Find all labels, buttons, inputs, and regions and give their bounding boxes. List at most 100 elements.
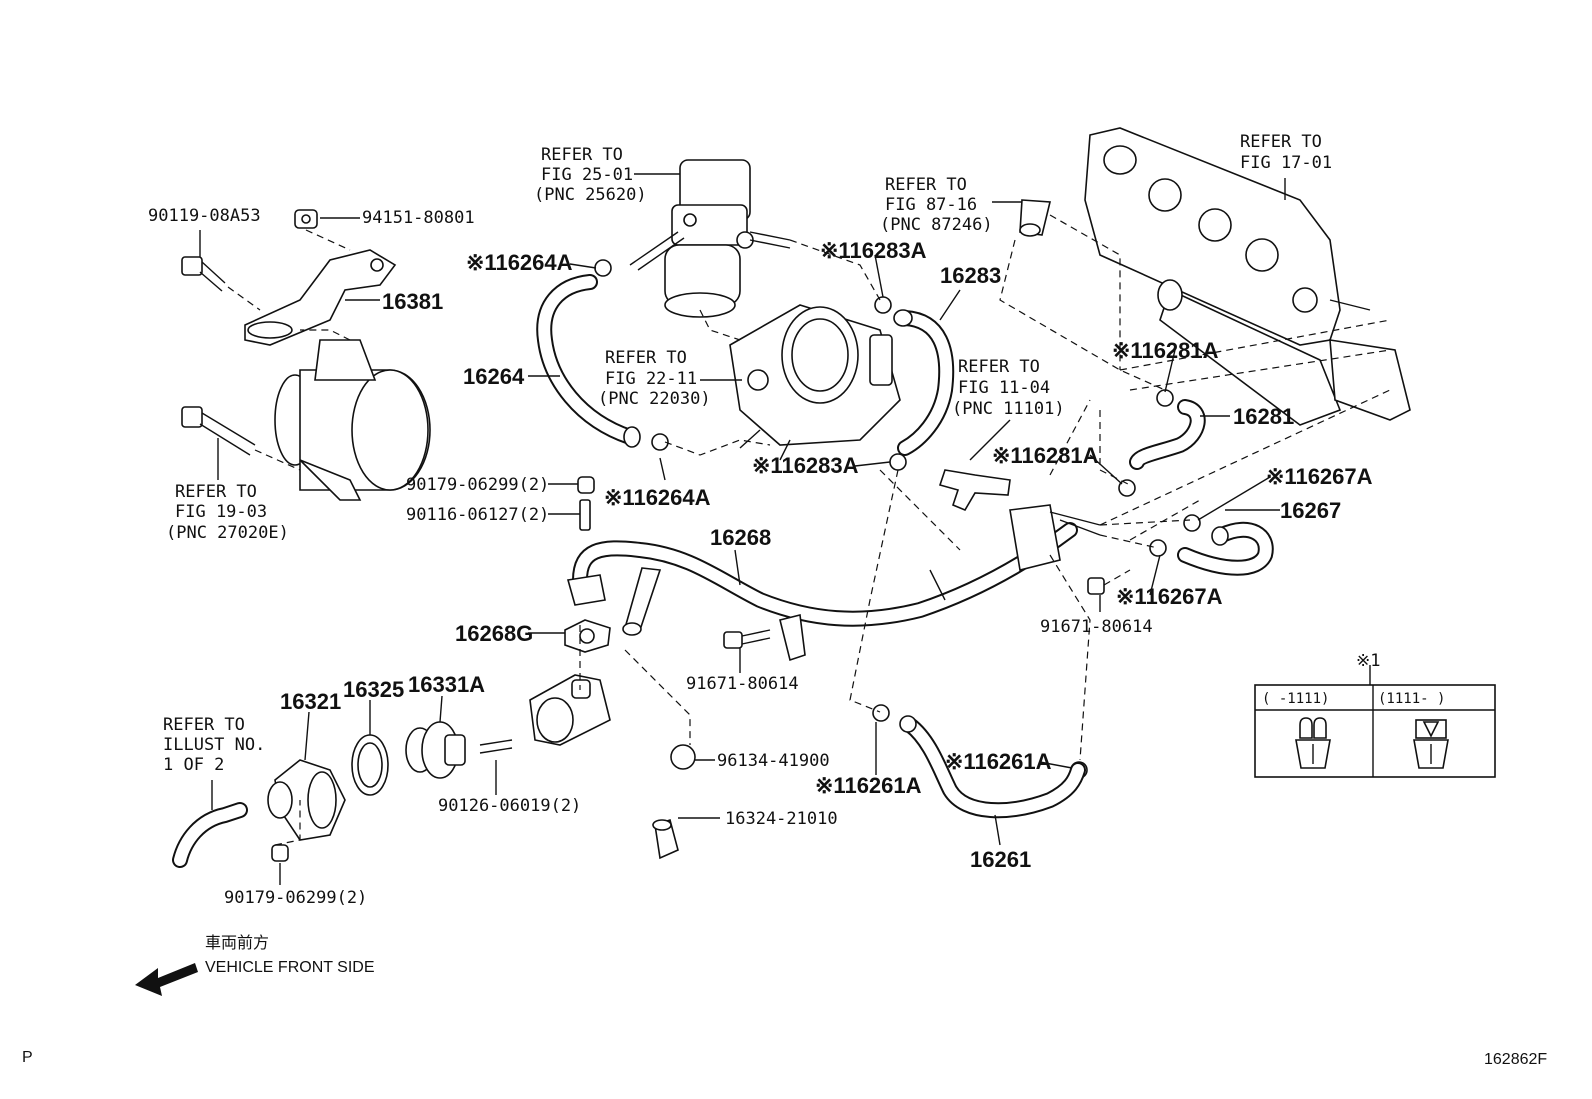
hose-16261-drawing <box>899 715 1086 819</box>
throttle-body-drawing <box>729 304 901 461</box>
hose-16283-drawing <box>893 309 955 456</box>
label-16325: 16325 <box>343 677 404 702</box>
label-90179-06299-a: 90179-06299(2) <box>406 475 549 495</box>
label-16264: 16264 <box>463 364 525 389</box>
label-91671-80614-right: 91671-80614 <box>1040 617 1153 637</box>
label-16268g: 16268G <box>455 621 533 646</box>
refer-fig-19-03: REFER TO FIG 19-03 (PNC 27020E) <box>166 482 289 543</box>
thermostat-16331a-drawing <box>405 721 466 779</box>
cap-16324-drawing <box>652 818 679 860</box>
label-16267a-low: ※116267A <box>1116 584 1223 609</box>
thermostat-cover-drawing <box>529 674 611 746</box>
gasket-16325-drawing <box>351 734 389 796</box>
housing-drawing <box>274 339 431 501</box>
long-bolt-drawing <box>181 406 301 471</box>
svg-text:REFER TO: REFER TO <box>175 482 257 502</box>
hose-16281-drawing <box>1129 399 1206 470</box>
bolt-91671-right-drawing <box>1087 569 1131 595</box>
label-16283a-mid: ※116283A <box>752 453 859 478</box>
label-16268: 16268 <box>710 525 771 550</box>
label-16324-21010: 16324-21010 <box>725 809 838 829</box>
water-inlet-16321-drawing <box>267 759 346 841</box>
svg-text:REFER TO: REFER TO <box>605 348 687 368</box>
manifold-drawing <box>1084 127 1411 426</box>
label-96134-41900: 96134-41900 <box>717 751 830 771</box>
label-16381: 16381 <box>382 289 443 314</box>
svg-text:REFER TO: REFER TO <box>163 715 245 735</box>
label-16264a-top: ※116264A <box>466 250 573 275</box>
svg-text:1 OF 2: 1 OF 2 <box>163 755 224 775</box>
refer-fig-87-16: REFER TO FIG 87-16 (PNC 87246) <box>880 175 993 235</box>
pipe-16268-drawing <box>566 504 1101 662</box>
label-16281: 16281 <box>1233 404 1294 429</box>
svg-text:FIG 22-11: FIG 22-11 <box>605 369 697 389</box>
svg-text:(PNC 27020E): (PNC 27020E) <box>166 523 289 543</box>
dashed-connections <box>274 214 1391 846</box>
label-16331a: 16331A <box>408 672 485 697</box>
label-16281a-top: ※116281A <box>1112 338 1219 363</box>
refer-fig-22-11: REFER TO FIG 22-11 (PNC 22030) <box>598 348 711 409</box>
svg-text:REFER TO: REFER TO <box>541 145 623 165</box>
label-16261: 16261 <box>970 847 1031 872</box>
legend-table: ※1 ( -1111) (1111- ) <box>1254 651 1496 778</box>
legend-mark: ※1 <box>1356 651 1380 671</box>
clamp-type-a-icon <box>1295 717 1331 769</box>
gasket-16268g-drawing <box>564 619 611 653</box>
svg-text:(PNC 22030): (PNC 22030) <box>598 389 711 409</box>
corner-p: P <box>22 1049 33 1066</box>
bracket-16381-drawing <box>244 249 397 346</box>
front-label-en: VEHICLE FRONT SIDE <box>205 959 375 976</box>
svg-text:REFER TO: REFER TO <box>1240 132 1322 152</box>
stud-90126-drawing <box>479 739 513 754</box>
label-16264a-mid: ※116264A <box>604 485 711 510</box>
svg-text:FIG 19-03: FIG 19-03 <box>175 502 267 522</box>
radiator-hose-drawing <box>172 802 248 868</box>
refer-fig-17-01: REFER TO FIG 17-01 <box>1240 132 1332 173</box>
label-90119-08a53: 90119-08A53 <box>148 206 261 226</box>
pipe-87-drawing <box>1019 199 1052 237</box>
refer-fig-25-01: REFER TO FIG 25-01 (PNC 25620) <box>534 145 647 205</box>
nut-90179-bottom-drawing <box>271 844 289 862</box>
bolt-91671-center-drawing <box>723 629 771 649</box>
label-16281a-mid: ※116281A <box>992 443 1099 468</box>
diagram-id: 162862F <box>1484 1051 1547 1068</box>
svg-text:(PNC 25620): (PNC 25620) <box>534 185 647 205</box>
legend-col2: (1111- ) <box>1378 691 1445 707</box>
label-16283a-top: ※116283A <box>820 238 927 263</box>
label-16261a-left: ※116261A <box>815 773 922 798</box>
svg-text:ILLUST NO.: ILLUST NO. <box>163 735 265 755</box>
vehicle-front-indicator: 車両前方 VEHICLE FRONT SIDE <box>135 934 375 996</box>
label-90116-06127: 90116-06127(2) <box>406 505 549 525</box>
label-16321: 16321 <box>280 689 341 714</box>
svg-text:FIG 17-01: FIG 17-01 <box>1240 153 1332 173</box>
svg-text:FIG 11-04: FIG 11-04 <box>958 378 1050 398</box>
pipe-11-drawing <box>938 469 1011 512</box>
svg-text:REFER TO: REFER TO <box>958 357 1040 377</box>
nut-94151-drawing <box>294 209 351 251</box>
label-91671-80614-center: 91671-80614 <box>686 674 799 694</box>
label-90179-06299-b: 90179-06299(2) <box>224 888 367 908</box>
clamp-type-b-icon <box>1413 719 1449 769</box>
nut-stud-drawing <box>577 476 595 531</box>
label-16283: 16283 <box>940 263 1001 288</box>
front-label-jp: 車両前方 <box>205 934 269 952</box>
legend-col1: ( -1111) <box>1262 691 1329 707</box>
refer-illust-1-of-2: REFER TO ILLUST NO. 1 OF 2 <box>163 715 265 775</box>
svg-text:(PNC 87246): (PNC 87246) <box>880 215 993 235</box>
label-16267: 16267 <box>1280 498 1341 523</box>
svg-text:REFER TO: REFER TO <box>885 175 967 195</box>
egr-valve-drawing <box>629 159 791 318</box>
hose-16267-drawing <box>1177 521 1274 576</box>
hose-16264-drawing <box>536 274 641 448</box>
svg-text:(PNC 11101): (PNC 11101) <box>952 399 1065 419</box>
label-16261a-right: ※116261A <box>945 749 1052 774</box>
label-90126-06019: 90126-06019(2) <box>438 796 581 816</box>
front-arrow-icon <box>135 963 198 996</box>
label-94151-80801: 94151-80801 <box>362 208 475 228</box>
refer-fig-11-04: REFER TO FIG 11-04 (PNC 11101) <box>952 357 1065 419</box>
leader-lines <box>199 173 1371 885</box>
svg-text:FIG 25-01: FIG 25-01 <box>541 165 633 185</box>
bolt-90119-drawing <box>181 256 261 311</box>
label-16267a-top: ※116267A <box>1266 464 1373 489</box>
